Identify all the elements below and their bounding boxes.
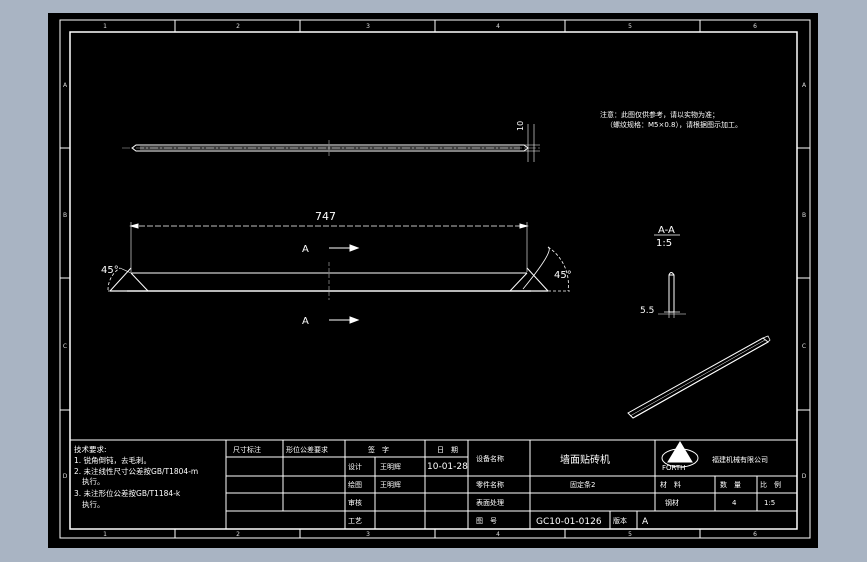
zone-row-label: D [63, 473, 68, 480]
qty-label: 数 量 [720, 480, 741, 489]
check-label: 审核 [348, 498, 362, 507]
design-name: 王明辉 [380, 463, 401, 471]
zone-col-label: 2 [236, 23, 240, 30]
logo-text: FORTH [662, 464, 685, 472]
zone-row-label: A [802, 82, 807, 89]
section-width-dim: 5.5 [640, 306, 654, 316]
section-title: A-A [658, 225, 675, 236]
angle-right: 45° [554, 270, 572, 281]
design-date: 10-01-28 [427, 462, 468, 472]
zone-row-label: C [802, 343, 806, 350]
section-scale: 1:5 [656, 238, 672, 249]
section-label-bottom: A [302, 316, 309, 327]
surface-label: 表面处理 [476, 498, 504, 507]
zone-row-label: B [802, 212, 806, 219]
top-view [122, 124, 540, 162]
scale-value: 1:5 [764, 499, 775, 507]
zone-col-label: 4 [496, 23, 500, 30]
zone-col-label: 4 [496, 531, 500, 538]
zone-col-label: 6 [753, 531, 757, 538]
zone-col-label: 5 [628, 531, 632, 538]
note-line-1: 注意：此图仅供参考，请以实物为准； [600, 110, 719, 119]
tech-req-item: 3. 未注形位公差按GB/T1184-k [74, 488, 181, 498]
tech-req-item: 执行。 [82, 499, 105, 509]
version-value: A [642, 517, 649, 527]
zone-labels: 1 2 3 4 5 6 1 2 3 4 5 6 A B C D A B C D [63, 23, 807, 538]
isometric-view [627, 335, 771, 419]
zone-col-label: 6 [753, 23, 757, 30]
zone-ticks [60, 20, 810, 538]
header-dim: 尺寸标注 [233, 445, 261, 454]
title-block-grid [69, 439, 798, 530]
part-label: 零件名称 [476, 480, 504, 489]
tech-req-item: 执行。 [82, 476, 105, 486]
section-label-top: A [302, 244, 309, 255]
thickness-dimension: 10 [516, 121, 525, 131]
zone-col-label: 2 [236, 531, 240, 538]
draw-name: 王明辉 [380, 481, 401, 489]
equip-label: 设备名称 [476, 454, 504, 463]
equip-value: 墙面贴砖机 [560, 453, 610, 466]
header-sign: 签 字 [368, 445, 389, 454]
front-view [107, 222, 570, 324]
version-label: 版本 [613, 516, 627, 525]
company-logo-icon [661, 441, 699, 468]
zone-col-label: 3 [366, 531, 370, 538]
part-value: 固定条2 [570, 480, 595, 489]
zone-col-label: 1 [103, 531, 107, 538]
qty-value: 4 [732, 499, 737, 507]
header-tol: 形位公差要求 [286, 445, 328, 454]
drawing-no-label: 图 号 [476, 517, 497, 525]
zone-row-label: A [63, 82, 68, 89]
header-date: 日 期 [437, 446, 458, 454]
material-value: 钢材 [665, 498, 679, 507]
section-view [658, 272, 686, 318]
company-name: 福建机械有限公司 [712, 455, 768, 464]
zone-row-label: C [63, 343, 67, 350]
drawing-note: 注意：此图仅供参考，请以实物为准； （螺纹规格：M5×0.8），请根据图示加工。 [600, 110, 742, 129]
design-label: 设计 [348, 462, 362, 471]
scale-label: 比 例 [760, 480, 781, 489]
zone-col-label: 5 [628, 23, 632, 30]
tech-requirements: 技术要求: 1. 锐角倒钝，去毛刺。 2. 未注线性尺寸公差按GB/T1804-… [74, 444, 198, 509]
draw-label: 绘图 [348, 480, 362, 489]
angle-left: 45° [101, 265, 119, 276]
zone-row-label: D [802, 473, 807, 480]
zone-col-label: 1 [103, 23, 107, 30]
tech-req-title: 技术要求: [74, 444, 107, 454]
zone-row-label: B [63, 212, 67, 219]
tech-req-item: 2. 未注线性尺寸公差按GB/T1804-m [74, 466, 198, 476]
drawing-no-value: GC10-01-0126 [536, 517, 602, 527]
overall-length: 747 [315, 210, 336, 223]
material-label: 材 料 [660, 480, 681, 489]
tech-req-item: 1. 锐角倒钝，去毛刺。 [74, 455, 151, 465]
zone-col-label: 3 [366, 23, 370, 30]
process-label: 工艺 [348, 517, 362, 525]
note-line-2: （螺纹规格：M5×0.8），请根据图示加工。 [606, 120, 742, 129]
